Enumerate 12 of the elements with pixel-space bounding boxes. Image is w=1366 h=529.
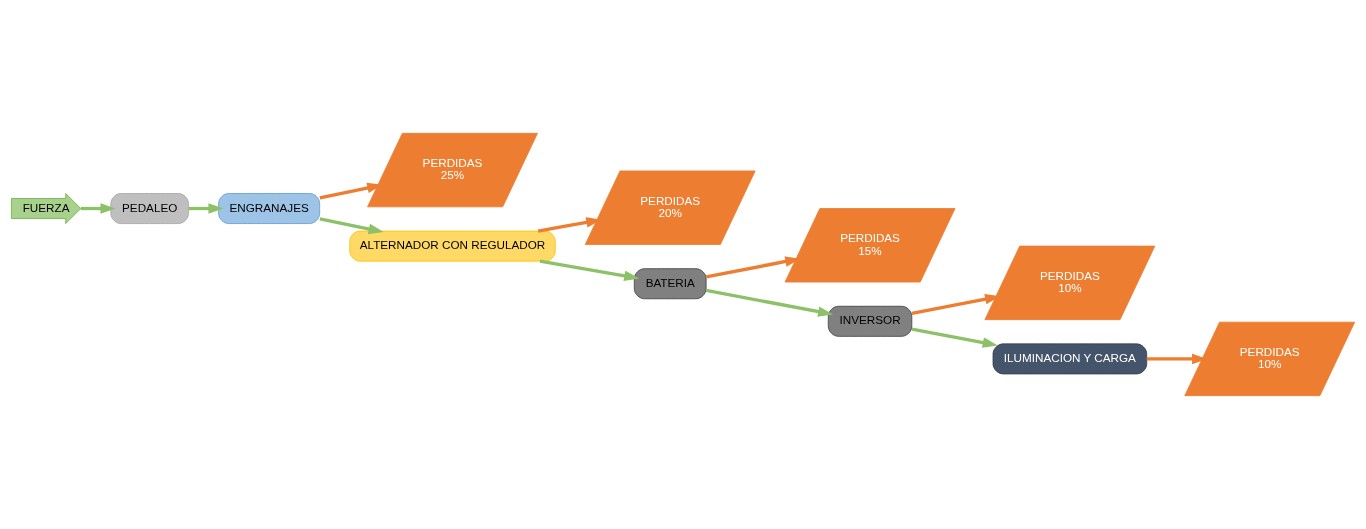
arrow	[80, 203, 116, 214]
node-box: ILUMINACION Y CARGA	[992, 343, 1148, 375]
arrow	[188, 203, 224, 214]
node-box: INVERSOR	[827, 305, 913, 337]
arrow	[705, 288, 834, 317]
arrow	[319, 217, 384, 235]
node-box: PEDALEO	[110, 193, 189, 224]
arrow	[539, 259, 640, 282]
arrow	[911, 327, 998, 348]
node-box: ENGRANAJES	[218, 193, 321, 224]
node-box: ALTERNADOR CON REGULADOR	[349, 230, 556, 262]
node-box: BATERIA	[633, 268, 707, 300]
